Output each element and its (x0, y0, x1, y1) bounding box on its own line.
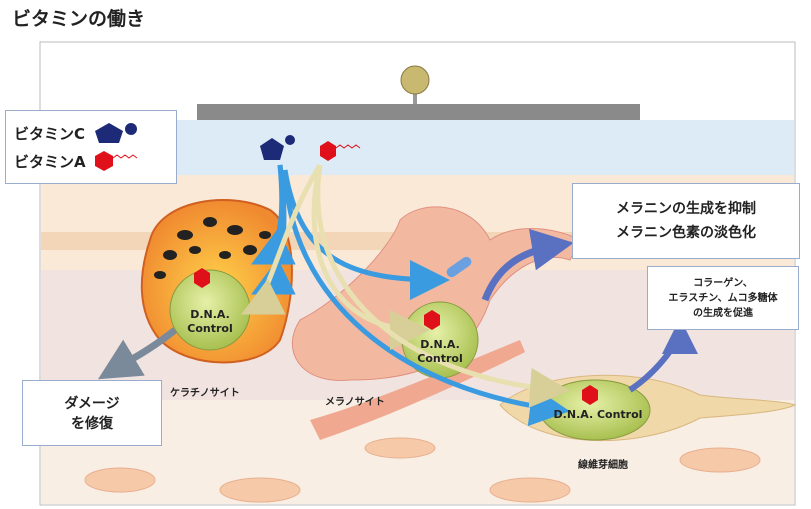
dna-label-keratinocyte: D.N.A.Control (187, 308, 232, 335)
melanocyte-label: メラノサイト (325, 396, 385, 408)
vitamin-molecules (194, 135, 598, 405)
legend-vitamin-a: ビタミンA (14, 152, 86, 171)
page-title: ビタミンの働き (12, 8, 146, 30)
damage-repair-box: ダメージを修復 (22, 380, 162, 446)
collagen-box: コラーゲン、エラスチン、ムコ多糖体の生成を促進 (647, 266, 799, 330)
keratinocyte-label: ケラチノサイト (170, 387, 240, 399)
legend-vitamin-c: ビタミンC (14, 124, 86, 143)
vitamin-a-icon (320, 141, 336, 161)
melanin-box: メラニンの生成を抑制メラニン色素の淡色化 (572, 183, 800, 259)
legend: ビタミンC ビタミンA (5, 110, 177, 184)
dna-label-fibroblast: D.N.A. Control (554, 408, 643, 421)
vitamin-a-icon (94, 151, 137, 171)
light-source (197, 65, 640, 120)
vitamin-c-icon (95, 123, 138, 143)
dna-label-melanocyte: D.N.A.Control (417, 338, 462, 365)
vitamin-paths (97, 163, 698, 427)
fibroblast-label: 線維芽細胞 (578, 458, 628, 471)
vitamin-c-icon (260, 138, 284, 160)
